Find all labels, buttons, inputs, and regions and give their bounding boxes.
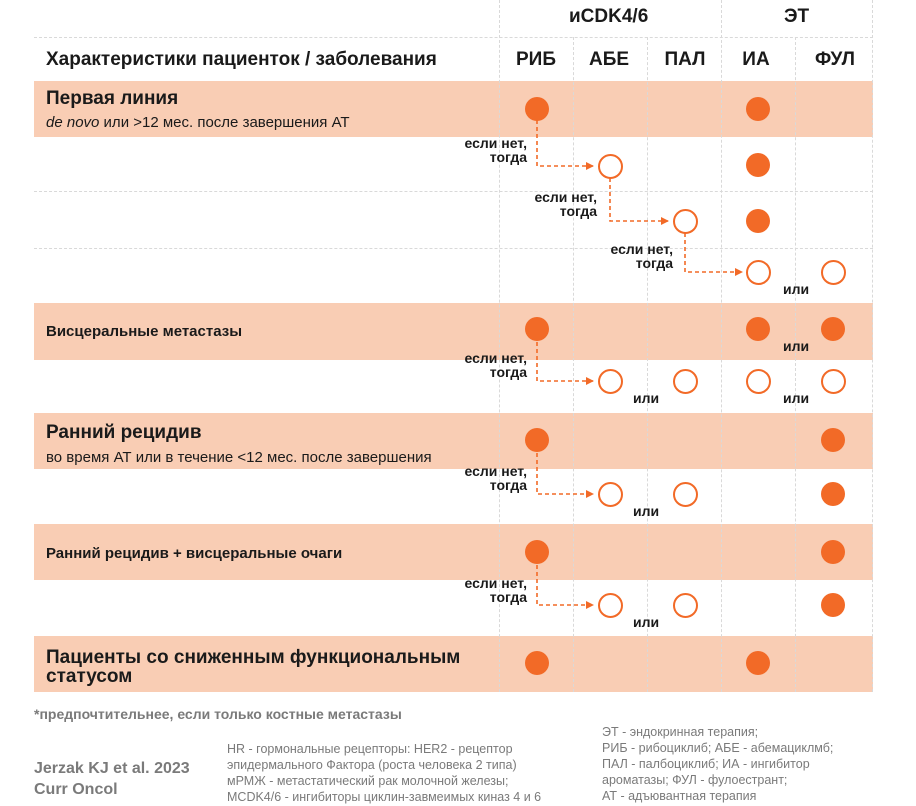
arrow-abe-to-pal bbox=[609, 178, 669, 225]
row-title-first-line: Первая линия bbox=[46, 88, 179, 109]
alternative-ring bbox=[673, 369, 698, 394]
alternative-ring bbox=[673, 482, 698, 507]
row-title-reduced-status-line2: статусом bbox=[46, 666, 133, 687]
grid-line bbox=[34, 37, 873, 38]
preferred-dot bbox=[821, 317, 845, 341]
col-header-pal: ПАЛ bbox=[664, 49, 706, 70]
row-band-visceral bbox=[34, 303, 873, 360]
row-title-early-relapse: Ранний рецидив bbox=[46, 422, 202, 443]
preferred-dot bbox=[821, 482, 845, 506]
arrow-early-relapse-visceral bbox=[536, 565, 594, 609]
or-label: или bbox=[783, 390, 810, 406]
arrow-pal-to-ia bbox=[684, 233, 743, 276]
header-title: Характеристики пациенток / заболевания bbox=[46, 49, 437, 70]
if-not-label: если нет,тогда bbox=[534, 189, 597, 219]
grid-line-vertical bbox=[499, 0, 500, 692]
col-header-ia: ИА bbox=[742, 49, 770, 70]
grid-line-vertical bbox=[872, 0, 873, 692]
preferred-dot bbox=[821, 540, 845, 564]
col-header-rib: РИБ bbox=[516, 49, 556, 70]
alternative-ring bbox=[598, 482, 623, 507]
grid-line-vertical bbox=[647, 37, 648, 692]
preferred-dot bbox=[525, 317, 549, 341]
row-subtitle-first-line: de novo или >12 мес. после завершения АТ bbox=[46, 114, 350, 131]
abbreviations-right: ЭТ - эндокринная терапия; РИБ - рибоцикл… bbox=[602, 725, 834, 803]
or-label: или bbox=[633, 390, 660, 406]
alternative-ring bbox=[821, 369, 846, 394]
if-not-label: если нет,тогда bbox=[464, 463, 527, 493]
alternative-ring bbox=[746, 260, 771, 285]
col-header-ful: ФУЛ bbox=[815, 49, 855, 70]
or-label: или bbox=[783, 281, 810, 297]
preferred-dot bbox=[746, 97, 770, 121]
row-title-early-relapse-visceral: Ранний рецидив + висцеральные очаги bbox=[46, 545, 343, 562]
alternative-ring bbox=[673, 593, 698, 618]
row-subtitle-early-relapse: во время АТ или в течение <12 мес. после… bbox=[46, 449, 432, 466]
row-subtitle-rest: или >12 мес. после завершения АТ bbox=[99, 114, 350, 131]
preferred-dot bbox=[746, 317, 770, 341]
row-band-early-relapse-visceral bbox=[34, 524, 873, 580]
if-not-label: если нет,тогда bbox=[464, 135, 527, 165]
or-label: или bbox=[633, 503, 660, 519]
arrow-visceral bbox=[536, 342, 594, 385]
row-band-reduced-status bbox=[34, 636, 873, 692]
grid-line bbox=[34, 248, 873, 249]
preferred-dot bbox=[525, 540, 549, 564]
group-header-cdk: иCDK4/6 bbox=[569, 6, 649, 27]
group-header-et: ЭТ bbox=[784, 6, 810, 27]
or-label: или bbox=[633, 614, 660, 630]
preferred-dot bbox=[525, 97, 549, 121]
preferred-dot bbox=[525, 651, 549, 675]
citation-line1: Jerzak KJ et al. 2023 bbox=[34, 760, 190, 777]
alternative-ring bbox=[598, 154, 623, 179]
arrow-early-relapse bbox=[536, 453, 594, 498]
col-header-abe: АБЕ bbox=[588, 49, 630, 70]
grid-line bbox=[34, 191, 873, 192]
alternative-ring bbox=[821, 260, 846, 285]
citation-line2: Curr Oncol bbox=[34, 781, 118, 798]
row-title-reduced-status: Пациенты со сниженным функциональным bbox=[46, 647, 461, 668]
if-not-label: если нет,тогда bbox=[610, 241, 673, 271]
preferred-dot bbox=[821, 428, 845, 452]
if-not-label: если нет,тогда bbox=[464, 575, 527, 605]
row-band-first-line bbox=[34, 81, 873, 137]
alternative-ring bbox=[673, 209, 698, 234]
row-title-visceral: Висцеральные метастазы bbox=[46, 323, 243, 340]
alternative-ring bbox=[598, 593, 623, 618]
preferred-dot bbox=[746, 651, 770, 675]
footnote: *предпочтительнее, если только костные м… bbox=[34, 706, 402, 722]
arrow-rib-to-abe bbox=[536, 120, 594, 170]
preferred-dot bbox=[746, 153, 770, 177]
preferred-dot bbox=[821, 593, 845, 617]
or-label: или bbox=[783, 338, 810, 354]
if-not-label: если нет,тогда bbox=[464, 350, 527, 380]
preferred-dot bbox=[746, 209, 770, 233]
citation: Jerzak KJ et al. 2023 Curr Oncol bbox=[34, 758, 190, 800]
preferred-dot bbox=[525, 428, 549, 452]
row-band-early-relapse bbox=[34, 413, 873, 469]
row-subtitle-italic: de novo bbox=[46, 114, 100, 131]
abbreviations-left: HR - гормональные рецепторы: HER2 - реце… bbox=[227, 742, 542, 804]
grid-line-vertical bbox=[721, 0, 722, 692]
grid-line-vertical bbox=[795, 37, 796, 692]
alternative-ring bbox=[598, 369, 623, 394]
grid-line-vertical bbox=[573, 37, 574, 692]
alternative-ring bbox=[746, 369, 771, 394]
